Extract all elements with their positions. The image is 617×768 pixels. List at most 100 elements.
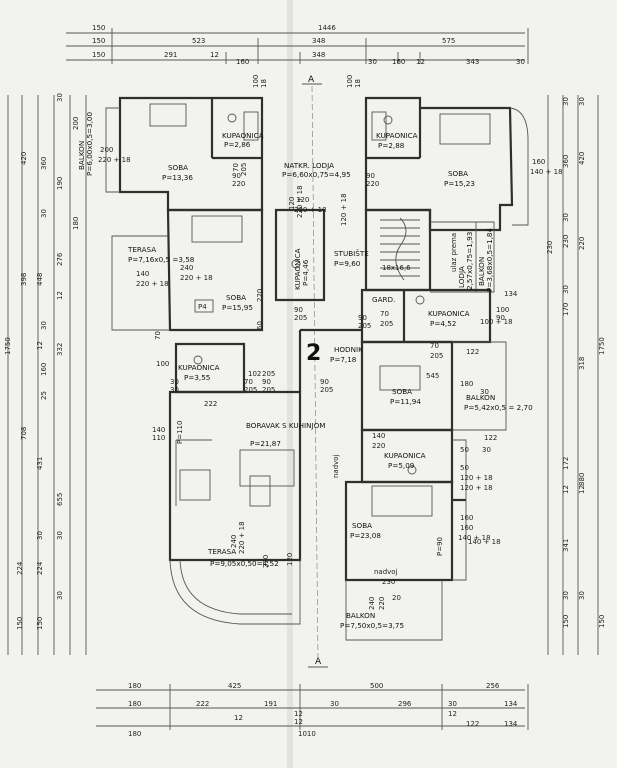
left-dimensions: 1750 398 708 655 420 448 332 431 224 150… (4, 93, 80, 630)
room-20-name: SOBA (352, 521, 372, 530)
opening-20: 205 (244, 386, 257, 394)
room-19-name: KUPAONICA (384, 451, 426, 460)
dim-bot-2-e: 30 (330, 700, 339, 708)
opening-54: 30 (482, 446, 491, 454)
opening-12: 90 (294, 306, 303, 314)
dim-top-3-j: 30 (516, 58, 525, 66)
opening-9: 220 + 18 (296, 185, 304, 218)
opening-2: 90 (232, 172, 241, 180)
dim-left-c3-f: 150 (36, 617, 44, 630)
dim-bot-1-c: 500 (370, 682, 383, 690)
opening-65: 220 + 18 (294, 206, 327, 214)
dim-left-c3-b: 448 (36, 273, 44, 286)
dim-right-c2-d: 880 (578, 473, 586, 486)
opening-13: 205 (294, 314, 307, 322)
opening-56: 120 + 18 (460, 484, 493, 492)
room-10-area: P=3,68x0,5=1,84 (485, 228, 494, 292)
room-9-area: 2,57x0,75=1,93 (465, 232, 474, 290)
opening-58: 100 + 18 (480, 318, 513, 326)
dim-left-s-3: 25 (40, 391, 48, 400)
dim-left-s-4: 30 (56, 531, 64, 540)
opening-48: 20 (392, 594, 401, 602)
dim-right-s-0: 30 (562, 97, 570, 106)
opening-67: nadvoj (374, 568, 398, 576)
room-13-area: P=4,52 (430, 319, 456, 328)
opening-40: 205 (262, 370, 275, 378)
dim-bot-2-d: 12 (294, 710, 303, 718)
dim-right-c3-b: 220 (578, 237, 586, 250)
dim-right-s-2: 30 (562, 213, 570, 222)
dim-bot-1-a: 180 (128, 682, 141, 690)
dim-bot-3-a: 180 (128, 730, 141, 738)
opening-10: 240 (180, 264, 193, 272)
opening-39: 102 (248, 370, 261, 378)
dim-right-c3-e: 341 (562, 539, 570, 552)
room-8-name: STUBIŠTE (334, 249, 369, 258)
dim-bot-2-g: 30 (448, 700, 457, 708)
dim-right-c3-f: 150 (562, 615, 570, 628)
opening-11: 220 + 18 (180, 274, 213, 282)
opening-16: 205 (380, 320, 393, 328)
opening-14: 100 (496, 306, 509, 314)
room-20-area: P=23,08 (350, 531, 381, 540)
opening-25: 160 (532, 158, 545, 166)
room-4-area: P=2,88 (378, 141, 405, 150)
dim-left-c3-e: 224 (36, 561, 44, 575)
opening-47: 220 (378, 597, 386, 610)
opening-22: 120 + 18 (460, 474, 493, 482)
opening-17: 90 (358, 314, 367, 322)
dim-left-s-6: 30 (56, 591, 64, 600)
dim-right-s-5: 12 (578, 485, 586, 494)
opening-1: 220 + 18 (98, 156, 131, 164)
room-2-name: KUPAONICA (222, 131, 264, 140)
dim-right-c3-d: 172 (562, 457, 570, 470)
opening-46: 240 (368, 597, 376, 610)
opening-72: P=110 (176, 421, 184, 444)
opening-71: 120 + 18 (340, 193, 348, 226)
dim-left-c4-a: 360 (40, 157, 48, 170)
opening-31: 240 (230, 535, 238, 548)
opening-38: 110 (152, 434, 165, 442)
opening-18: 205 (358, 322, 371, 330)
room-3-name: NATKR. LODJA (284, 161, 334, 170)
room-12-name: GARD. (372, 295, 395, 304)
room-15-name: KUPAONICA (178, 363, 220, 372)
dim-bot-3-b: 12 (234, 714, 243, 722)
dim-left-c2-c: 655 (56, 493, 64, 506)
dim-right-s-1: 30 (578, 97, 586, 106)
opening-44: 140 + 18 (458, 534, 491, 542)
dim-top-3-c: 12 (210, 51, 219, 59)
room-18-name: BORAVAK S KUHINJOM (246, 421, 326, 430)
room-14-area: P=7,18 (330, 355, 357, 364)
opening-41: 120 (286, 553, 294, 566)
dim-right-c2-b: 230 (562, 235, 570, 248)
opening-36: 100 (156, 360, 169, 368)
dim-top-1-a: 150 (92, 24, 105, 32)
dim-top-3-d: 160 (236, 58, 249, 66)
room-1-area: P=13,36 (162, 173, 193, 182)
top-dimensions: 150 1446 150 523 348 575 150 291 12 160 … (66, 24, 529, 88)
opening-68: 230 (382, 578, 395, 586)
opening-27: 90 (262, 378, 271, 386)
dim-left-c4-c: 160 (40, 363, 48, 376)
dim-bot-2-c: 191 (264, 700, 277, 708)
dim-right-c2-c: 318 (578, 357, 586, 370)
opening-4: 70 (232, 163, 240, 172)
dim-left-s-2: 12 (36, 341, 44, 350)
dim-top-extra-a: 100 (252, 75, 260, 88)
dim-left-c4-b: 276 (56, 252, 64, 266)
opening-64: 120 (296, 196, 309, 204)
opening-55: 50 (460, 446, 469, 454)
room-labels: BALKON P=6,00x0,5=3,00 SOBA P=13,36 KUPA… (77, 112, 533, 630)
room-14-name: HODNIK (334, 345, 363, 354)
dim-top-3-i: 343 (466, 58, 479, 66)
room-7-area: P=4,46 (301, 259, 310, 286)
opening-74: 220 (256, 289, 264, 302)
dim-left-s-0: 30 (56, 93, 64, 102)
dim-right-s-3: 30 (562, 285, 570, 294)
room-3-area: P=6,60x0,75=4,95 (282, 170, 351, 179)
dim-right-c2-a: 420 (578, 152, 586, 165)
opening-34: 205 (320, 386, 333, 394)
opening-37: 140 (152, 426, 165, 434)
